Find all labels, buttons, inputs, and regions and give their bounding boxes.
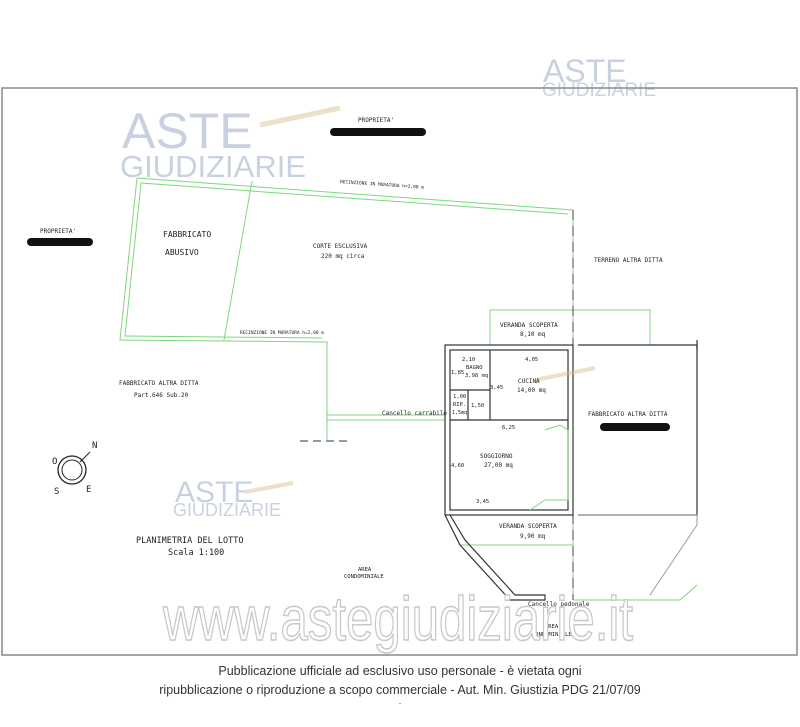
watermark-logo: ASTE GIUDIZIARIE ASTE GIUDIZIARIE ASTE G… [120, 53, 656, 520]
dimension-labels: 2,10 4,05 1,85 3,45 1,00 1,50 6,25 4,60 … [451, 357, 538, 505]
label-corte-area: 220 mq circa [321, 253, 365, 260]
room-bagno-area: 3,98 mq [465, 373, 488, 379]
watermark-giudiziarie: GIUDIZIARIE [173, 500, 281, 520]
dimension: 4,60 [451, 463, 464, 469]
plan-scale: Scala 1:100 [168, 548, 224, 558]
watermark-aste: ASTE [175, 476, 253, 509]
label-recinzione-top: RECINZIONE IN MURATURA h=2,00 m [340, 179, 424, 191]
compass-rose-icon: N E S O [52, 441, 97, 497]
plan-labels: PROPRIETA' PROPRIETA' RECINZIONE IN MURA… [40, 117, 668, 638]
room-rip-name: RIP. [453, 402, 466, 408]
room-veranda-top-name: VERANDA SCOPERTA [500, 322, 558, 329]
room-cucina-area: 14,00 mq [517, 387, 546, 394]
label-fabbricato-abusivo: FABBRICATO [163, 230, 211, 239]
watermark-url: www.astegiudiziarie.it [162, 585, 633, 654]
label-area: AREA [358, 567, 372, 573]
plan-title: PLANIMETRIA DEL LOTTO [136, 536, 243, 546]
label-fabbricato-altra-ditta-right: FABBRICATO ALTRA DITTA [588, 411, 668, 418]
label-cancello-pedonale: Cancello pedonale [528, 601, 590, 608]
dimension: 4,05 [525, 357, 538, 363]
room-cucina-name: CUCINA [518, 378, 540, 385]
watermark-giudiziarie: GIUDIZIARIE [542, 80, 656, 101]
compass-e: E [86, 485, 91, 495]
dimension: 3,45 [490, 385, 503, 391]
redaction-bar [600, 423, 670, 431]
room-soggiorno-name: SOGGIORNO [480, 453, 513, 460]
dimension: 1,85 [451, 370, 464, 376]
label-cancello-carrabile: Cancello carrabile [382, 410, 447, 417]
label-abusivo: ABUSIVO [165, 248, 199, 257]
label-condominiale: CONDOMINIALE [344, 574, 384, 580]
redaction-bar [330, 128, 426, 136]
redaction-bar [27, 238, 93, 246]
label-fabbricato-altra-ditta: FABBRICATO ALTRA DITTA [119, 380, 199, 387]
label-recinzione-mid: RECINZIONE IN MURATURA h=2,00 m [240, 330, 324, 336]
footer-line-2: ripubblicazione o riproduzione a scopo c… [159, 683, 641, 697]
label-terreno-altra-ditta: TERRENO ALTRA DITTA [594, 257, 663, 264]
label-corte-esclusiva: CORTE ESCLUSIVA [313, 243, 368, 250]
label-condominiale: CONDOMINIALE [532, 632, 572, 638]
room-bagno-name: BAGNO [466, 365, 483, 371]
label-proprieta-top: PROPRIETA' [358, 117, 394, 124]
dimension: 6,25 [502, 425, 515, 431]
apartment-walls [444, 340, 698, 601]
watermark-aste: ASTE [122, 103, 253, 159]
label-area: AREA [545, 624, 559, 630]
dimension: 2,10 [462, 357, 475, 363]
room-veranda-bottom-name: VERANDA SCOPERTA [499, 523, 557, 530]
room-veranda-bottom-area: 9,90 mq [520, 533, 546, 540]
dimension: 1,00 [453, 394, 466, 400]
dimension: 1,50 [471, 403, 484, 409]
room-soggiorno-area: 27,00 mq [484, 462, 513, 469]
room-veranda-top-area: 8,10 mq [520, 331, 546, 338]
room-rip-area: 1,5mq [452, 410, 467, 416]
compass-n: N [92, 441, 97, 451]
drawing-frame [1, 87, 798, 656]
label-proprieta-left: PROPRIETA' [40, 228, 76, 235]
footer-line-1: Pubblicazione ufficiale ad esclusivo uso… [218, 664, 582, 678]
footer-line-3: . [398, 696, 402, 706]
watermark-aste: ASTE [543, 53, 627, 89]
compass-s: S [54, 487, 59, 497]
dimension: 3,45 [476, 499, 489, 505]
watermark-giudiziarie: GIUDIZIARIE [120, 149, 306, 184]
label-part-sub: Part.646 Sub.20 [134, 392, 189, 399]
compass-o: O [52, 457, 57, 467]
